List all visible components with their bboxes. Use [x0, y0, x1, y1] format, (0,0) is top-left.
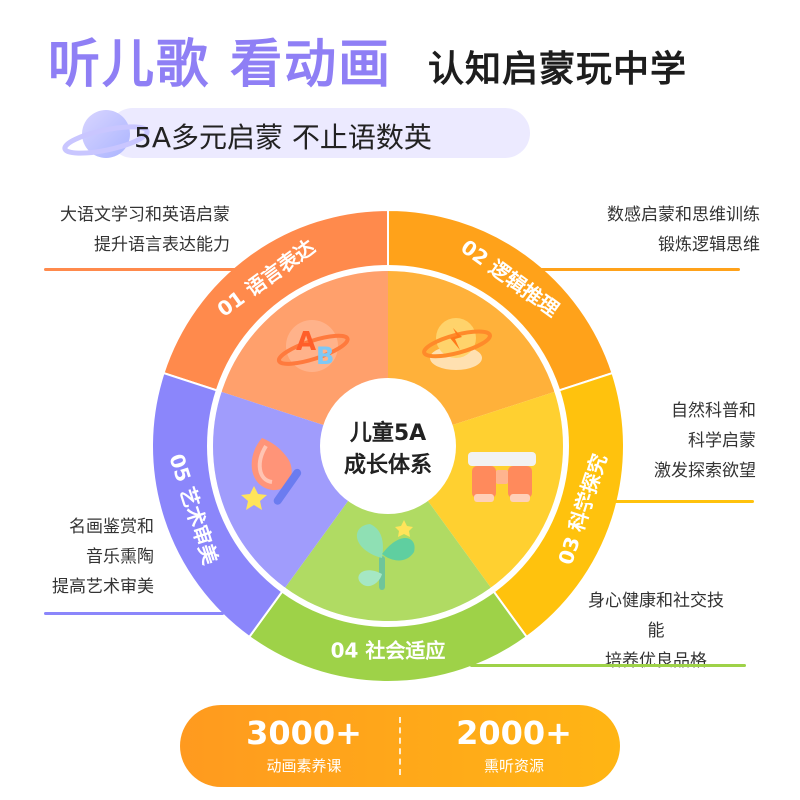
segment-inner-social [285, 446, 491, 622]
desc-art-line1: 名画鉴赏和 [69, 517, 154, 537]
desc-language-line2: 提升语言表达能力 [94, 235, 230, 255]
desc-art: 名画鉴赏和 音乐熏陶 提高艺术审美 [24, 512, 154, 602]
desc-social-line3: 培养优良品格 [605, 651, 707, 671]
center-line2: 成长体系 [344, 453, 432, 478]
main-title: 听儿歌 看动画 [48, 35, 393, 95]
desc-art-line3: 提高艺术审美 [52, 577, 154, 597]
stat-courses: 3000+ 动画素养课 [214, 713, 394, 779]
desc-language-line1: 大语文学习和英语启蒙 [60, 205, 230, 225]
stat-courses-label: 动画素养课 [266, 757, 342, 775]
segment-label-social: 04 社会适应 [331, 639, 446, 663]
center-disc [320, 378, 456, 514]
lightbulb-planet-icon [422, 318, 492, 370]
stats-divider [399, 717, 401, 775]
svg-text:B: B [316, 342, 334, 370]
desc-art-line2: 音乐熏陶 [86, 547, 154, 567]
tagline-pill [108, 108, 530, 158]
binoculars-icon [468, 452, 536, 502]
stat-resources-num: 2000+ [456, 714, 572, 752]
desc-social-line2: 能 [647, 621, 665, 641]
svg-text:A: A [296, 327, 316, 357]
underline-social [470, 664, 746, 667]
desc-logic-line1: 数感启蒙和思维训练 [607, 205, 760, 225]
desc-social: 身心健康和社交技 能 培养优良品格 [566, 586, 746, 676]
desc-science-line2: 科学启蒙 [688, 431, 756, 451]
paint-brush-icon [241, 438, 302, 510]
stat-resources-label: 熏听资源 [483, 757, 544, 775]
desc-logic: 数感启蒙和思维训练 锻炼逻辑思维 [556, 200, 760, 260]
ab-letters-planet-icon: A B [276, 320, 350, 372]
desc-language: 大语文学习和英语启蒙 提升语言表达能力 [20, 200, 230, 260]
underline-science [582, 500, 754, 503]
desc-science: 自然科普和 科学启蒙 激发探索欲望 [596, 396, 756, 486]
underline-language [44, 268, 266, 271]
stat-resources: 2000+ 熏听资源 [424, 713, 604, 779]
center-line1: 儿童5A [349, 420, 426, 446]
white-ring [207, 265, 569, 627]
desc-science-line3: 激发探索欲望 [654, 461, 756, 481]
underline-logic [532, 268, 740, 271]
stats-bar: 3000+ 动画素养课 2000+ 熏听资源 [180, 705, 620, 787]
desc-logic-line2: 锻炼逻辑思维 [658, 235, 760, 255]
desc-social-line1: 身心健康和社交技 [588, 591, 724, 611]
tagline-text: 5A多元启蒙 不止语数英 [134, 121, 432, 154]
underline-art [44, 612, 224, 615]
sprout-icon [356, 520, 415, 590]
planet-icon [62, 110, 150, 158]
stat-courses-num: 3000+ [246, 714, 362, 752]
desc-science-line1: 自然科普和 [671, 401, 756, 421]
sub-title: 认知启蒙玩中学 [428, 49, 688, 90]
